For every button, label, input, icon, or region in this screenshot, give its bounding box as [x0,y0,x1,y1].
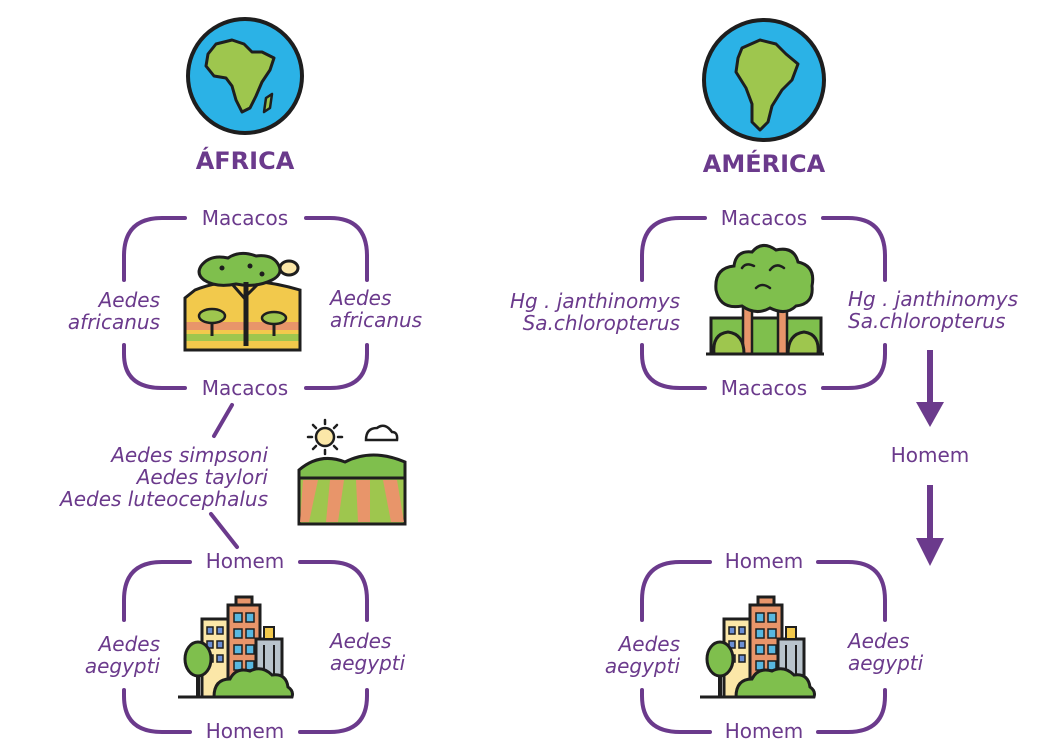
africa-sylvatic-host-top: Macacos [197,207,293,229]
africa-title: ÁFRICA [195,147,295,175]
america-sylvatic-vector-left: Hg . janthinomys Sa.chloropterus [509,289,680,335]
america-title: AMÉRICA [702,150,826,178]
africa-urban-vector-right: Aedes aegypti [330,629,406,675]
africa-transition-vectors: Aedes simpsoni Aedes taylori Aedes luteo… [60,443,268,511]
globe-america-icon [702,18,826,142]
city-icon [176,595,295,699]
america-sylvatic-host-bottom: Macacos [716,377,812,399]
africa-urban-host-bottom: Homem [201,720,289,742]
america-flow-host-label: Homem [886,444,974,466]
city-icon [698,595,817,699]
forest-icon [706,244,824,356]
savanna-icon [183,251,302,352]
america-urban-host-top: Homem [720,550,808,572]
america-urban-vector-right: Aedes aegypti [848,629,924,675]
africa-urban-vector-left: Aedes aegypti [84,632,160,678]
america-sylvatic-vector-right: Hg . janthinomys Sa.chloropterus [848,287,1019,333]
africa-transition-lines [209,403,239,549]
globe-africa-icon [186,17,304,135]
cycle-frames [122,216,887,734]
africa-sylvatic-vector-left: Aedes africanus [67,288,160,334]
africa-urban-host-top: Homem [201,550,289,572]
africa-sylvatic-host-bottom: Macacos [197,377,293,399]
america-sylvatic-host-top: Macacos [716,207,812,229]
africa-sylvatic-vector-right: Aedes africanus [330,286,423,332]
america-flow-arrows [916,350,944,566]
america-urban-vector-left: Aedes aegypti [604,632,680,678]
america-urban-host-bottom: Homem [720,720,808,742]
farmland-icon [297,418,407,526]
